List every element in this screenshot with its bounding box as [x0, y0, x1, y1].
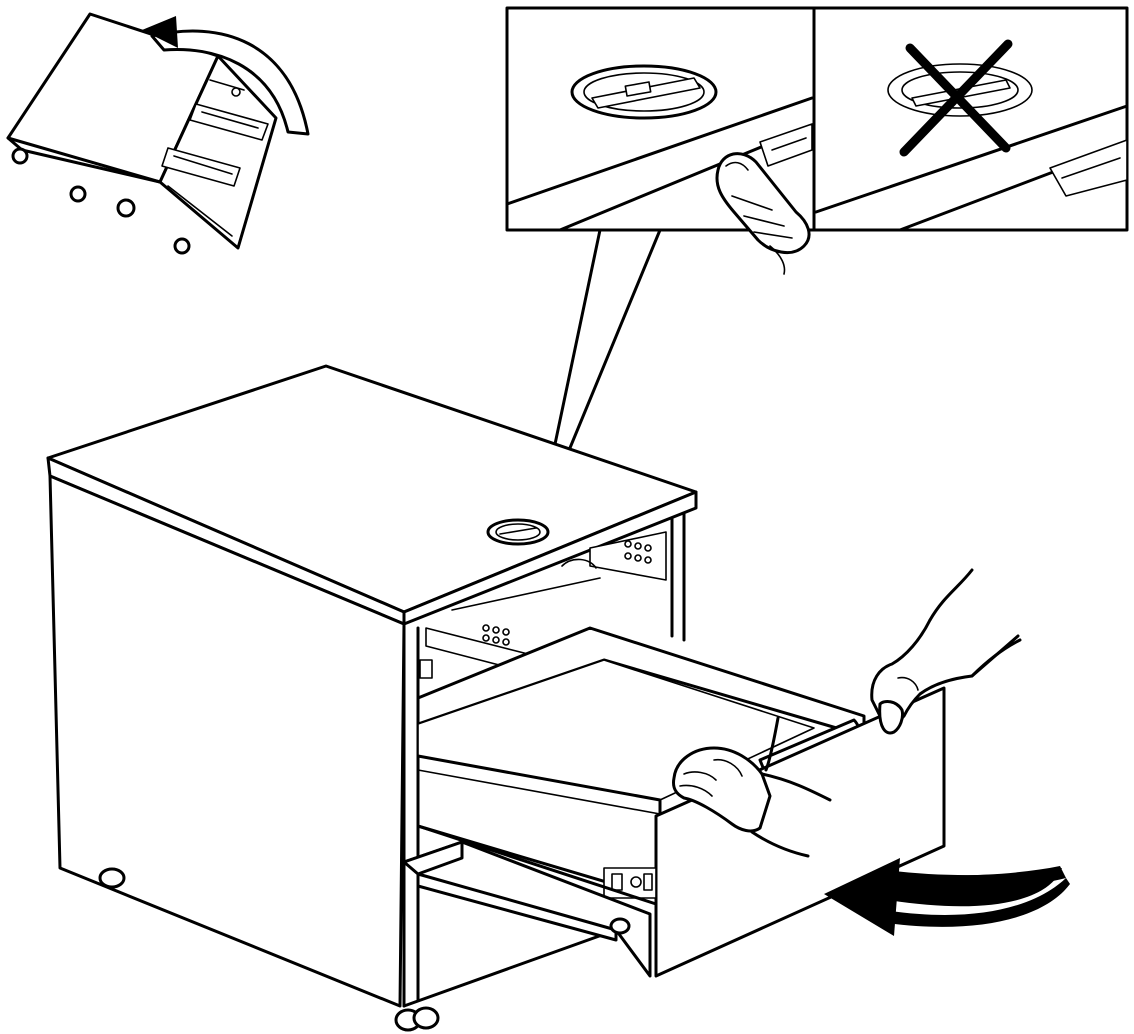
tilted-cabinet-rails: [161, 79, 269, 237]
lock-incorrect-panel: [814, 39, 1129, 232]
left-hand: [672, 716, 832, 858]
tilted-cabinet-casters: [11, 147, 191, 255]
cabinet-top-side-edge: [402, 490, 698, 626]
drawer-front: [654, 686, 946, 978]
lock-detail-frame: [505, 6, 1129, 232]
hands: [672, 568, 1022, 858]
right-hand: [870, 568, 1022, 735]
tilted-cabinet-inset: [6, 12, 310, 255]
cabinet-lower-drawer: [402, 840, 652, 1008]
lock-detail-inset: [505, 6, 1129, 508]
push-arrow-icon: [824, 858, 1070, 936]
prohibited-x-icon: [899, 39, 1013, 157]
tilt-arrow-icon: [142, 16, 310, 136]
cabinet-casters: [98, 867, 631, 1032]
tilted-cabinet-front: [158, 54, 278, 250]
lock-correct-panel: [505, 64, 814, 275]
cabinet-lock: [486, 518, 550, 546]
finger-press-icon: [715, 152, 811, 275]
cabinet-main: [46, 364, 946, 1032]
lock-knob-icon: [570, 64, 718, 120]
cabinet-side-panel: [48, 474, 406, 1008]
drawer-slide-latch: [603, 867, 657, 899]
